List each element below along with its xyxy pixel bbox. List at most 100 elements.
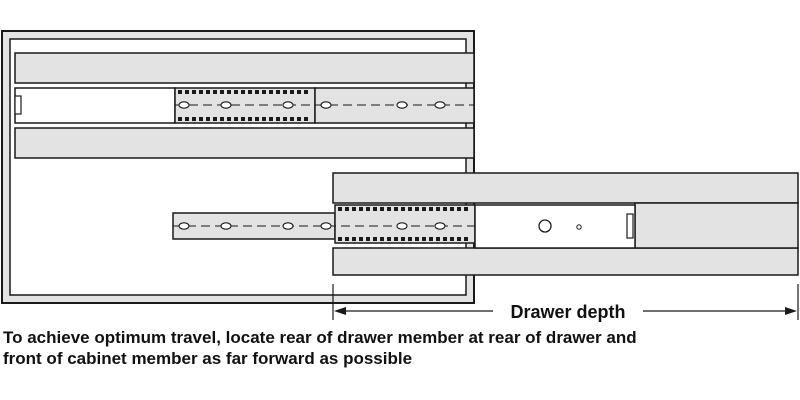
mounting-slot (434, 101, 446, 109)
cabinet-lower-panel (14, 127, 475, 159)
ball-bearing (304, 90, 308, 94)
mounting-slot (178, 222, 190, 230)
closed-ball-bearings-top (178, 90, 308, 94)
cabinet-upper-panel (14, 52, 475, 84)
ball-bearing (359, 207, 363, 211)
ball-bearing (443, 237, 447, 241)
cabinet (1, 30, 475, 304)
mounting-slot (396, 101, 408, 109)
extended-mounting-slots (178, 222, 446, 230)
extended-drawer-member (474, 204, 636, 249)
ball-bearing (241, 117, 245, 121)
ball-bearing (290, 117, 294, 121)
ball-bearing (394, 237, 398, 241)
ball-bearing (457, 207, 461, 211)
ball-bearing (178, 90, 182, 94)
ball-bearing (408, 207, 412, 211)
ball-bearing (220, 117, 224, 121)
ball-bearing (408, 237, 412, 241)
ball-bearing (269, 90, 273, 94)
extended-ball-bearings-top (338, 207, 468, 211)
ball-bearing (429, 237, 433, 241)
mounting-slot (178, 101, 190, 109)
extended-drawer-end-tab (626, 213, 634, 239)
ball-bearing (422, 207, 426, 211)
ball-bearing (450, 237, 454, 241)
mounting-slot (282, 101, 294, 109)
ball-bearing (206, 90, 210, 94)
drawer (172, 172, 799, 276)
ball-bearing (227, 90, 231, 94)
ball-bearing (352, 237, 356, 241)
dimension-arrow-right (785, 307, 797, 315)
ball-bearing (394, 207, 398, 211)
drawer-front-block (634, 202, 799, 249)
ball-bearing (387, 207, 391, 211)
extended-slide (172, 204, 636, 249)
closed-slide (14, 87, 475, 124)
caption-line-2: front of cabinet member as far forward a… (3, 349, 413, 368)
drawer-member-small-hole (576, 224, 582, 230)
ball-bearing (345, 207, 349, 211)
ball-bearing (290, 90, 294, 94)
ball-bearing (429, 207, 433, 211)
ball-bearing (401, 237, 405, 241)
mounting-slot (220, 222, 232, 230)
mounting-slot (434, 222, 446, 230)
ball-bearing (255, 90, 259, 94)
dimension-label: Drawer depth (510, 302, 625, 322)
ball-bearing (338, 207, 342, 211)
drawer-depth-dimension: Drawer depth (332, 284, 799, 322)
ball-bearing (276, 117, 280, 121)
ball-bearing (304, 117, 308, 121)
ball-bearing (269, 117, 273, 121)
ball-bearing (297, 117, 301, 121)
figure-caption: To achieve optimum travel, locate rear o… (3, 327, 797, 369)
ball-bearing (185, 90, 189, 94)
ball-bearing (248, 117, 252, 121)
closed-drawer-end-tab (14, 95, 22, 115)
closed-mounting-slots (178, 101, 446, 109)
ball-bearing (380, 207, 384, 211)
ball-bearing (366, 237, 370, 241)
ball-bearing (415, 237, 419, 241)
ball-bearing (234, 90, 238, 94)
ball-bearing (338, 237, 342, 241)
ball-bearing (345, 237, 349, 241)
ball-bearing (220, 90, 224, 94)
ball-bearing (401, 207, 405, 211)
ball-bearing (241, 90, 245, 94)
closed-cabinet-member (314, 87, 475, 124)
ball-bearing (199, 117, 203, 121)
ball-bearing (178, 117, 182, 121)
ball-bearing (373, 237, 377, 241)
ball-bearing (185, 117, 189, 121)
mounting-slot (396, 222, 408, 230)
ball-bearing (352, 207, 356, 211)
ball-bearing (359, 237, 363, 241)
ball-bearing (227, 117, 231, 121)
ball-bearing (373, 207, 377, 211)
caption-line-1: To achieve optimum travel, locate rear o… (3, 328, 637, 347)
closed-ball-bearings-bottom (178, 117, 308, 121)
ball-bearing (213, 117, 217, 121)
ball-bearing (199, 90, 203, 94)
ball-bearing (422, 237, 426, 241)
ball-bearing (234, 117, 238, 121)
ball-bearing (366, 207, 370, 211)
ball-bearing (283, 90, 287, 94)
drawer-upper-panel (332, 172, 799, 204)
ball-bearing (262, 117, 266, 121)
ball-bearing (415, 207, 419, 211)
ball-bearing (464, 207, 468, 211)
dimension-arrow-left (334, 307, 346, 315)
ball-bearing (255, 117, 259, 121)
closed-drawer-member (14, 87, 176, 124)
ball-bearing (276, 90, 280, 94)
ball-bearing (436, 237, 440, 241)
ball-bearing (283, 117, 287, 121)
ball-bearing (192, 90, 196, 94)
ball-bearing (436, 207, 440, 211)
extended-cabinet-member (172, 212, 336, 240)
